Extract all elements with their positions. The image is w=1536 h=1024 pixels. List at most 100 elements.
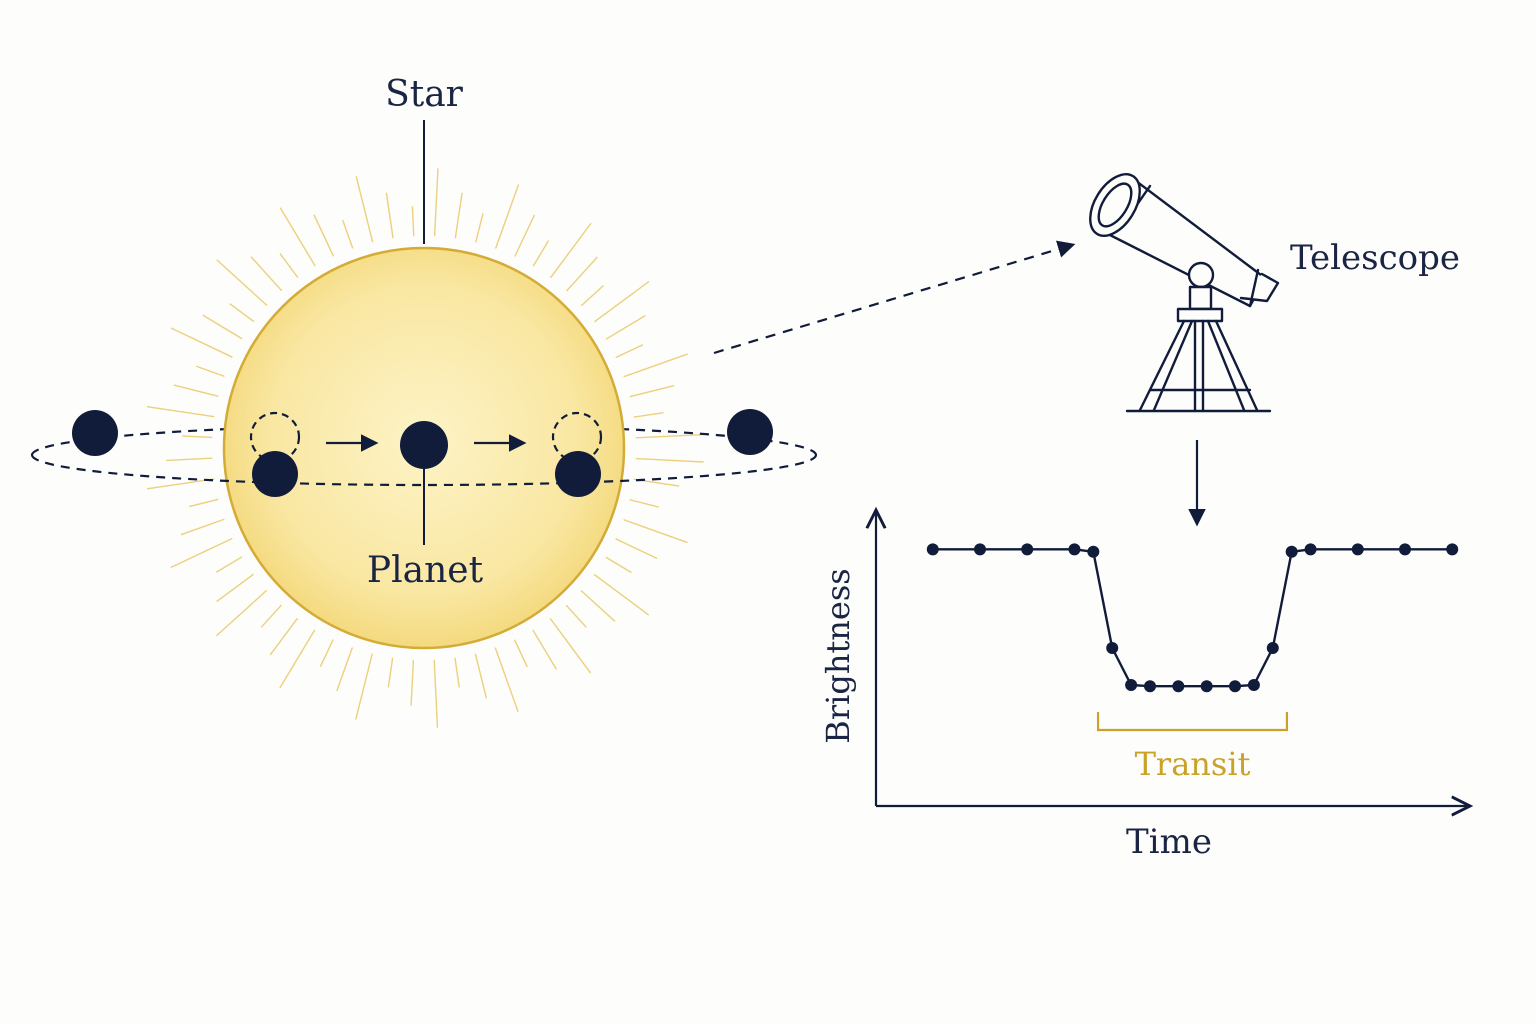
star-ray <box>513 639 528 668</box>
series-line <box>932 548 1453 688</box>
star-ray <box>514 214 536 257</box>
star-rays <box>146 168 704 728</box>
data-point <box>1125 679 1138 691</box>
star-ray <box>629 384 675 398</box>
data-point <box>1304 543 1317 556</box>
star-ray <box>580 285 604 307</box>
star-ray <box>635 433 704 439</box>
star-ray <box>494 647 519 712</box>
planet-far-right <box>727 409 773 455</box>
transit-bracket <box>1096 712 1289 732</box>
transit-label: Transit <box>1135 745 1251 783</box>
light-curve-chart: Brightness Time Transit <box>819 510 1470 862</box>
data-point <box>1172 680 1185 693</box>
star-ray <box>166 457 213 462</box>
star-ray <box>593 573 650 616</box>
data-point <box>974 543 986 556</box>
star-ray <box>635 457 704 463</box>
star-ray <box>202 314 243 340</box>
star-ray <box>195 365 225 378</box>
star-ray <box>229 303 255 323</box>
data-point <box>926 543 939 556</box>
data-point <box>1351 543 1364 556</box>
planet-far-left <box>72 410 118 456</box>
star-ray <box>215 556 243 573</box>
star-ray <box>410 659 415 706</box>
data-point <box>1021 543 1034 556</box>
y-axis-label: Brightness <box>819 568 857 743</box>
data-point <box>1285 545 1298 558</box>
star-ray <box>633 412 664 418</box>
star-ray <box>319 639 334 667</box>
star-ray <box>385 192 394 239</box>
data-point <box>1446 543 1459 556</box>
telescope-label: Telescope <box>1290 238 1460 278</box>
data-point <box>1087 545 1100 558</box>
x-axis-label: Time <box>1126 822 1212 862</box>
star-ray <box>565 256 598 292</box>
star-ray <box>355 176 374 243</box>
light-curve-series <box>926 543 1459 693</box>
star-ray <box>279 207 316 267</box>
planet-mid-transit <box>400 421 448 469</box>
star-ray <box>605 556 632 574</box>
star-ray <box>565 604 587 628</box>
star-ray <box>387 657 394 688</box>
data-point <box>1068 543 1081 556</box>
star-ray <box>411 206 415 237</box>
star-ray <box>170 537 233 569</box>
star-ray <box>532 629 558 670</box>
star-ray <box>433 659 439 728</box>
star-ray <box>629 499 659 508</box>
data-point <box>1144 680 1156 693</box>
star-ray <box>342 219 354 249</box>
star-ray <box>580 589 616 622</box>
star-ray <box>615 344 644 359</box>
star-ray <box>355 653 373 720</box>
star-ray <box>216 573 255 603</box>
star-ray <box>182 435 213 439</box>
star-ray <box>433 168 439 237</box>
star-ray <box>313 214 335 257</box>
star-label: Star <box>385 74 464 115</box>
data-point <box>1200 680 1213 693</box>
transit-annotation: Transit <box>1096 712 1289 783</box>
data-point <box>1266 642 1279 654</box>
star-ray <box>180 518 225 536</box>
star-ray <box>173 384 219 397</box>
telescope-icon <box>1089 173 1280 413</box>
star-ray <box>532 240 550 267</box>
planet-label: Planet <box>367 550 484 591</box>
star-ray <box>474 653 488 699</box>
planet-egress <box>555 451 601 497</box>
star-ray <box>549 617 592 674</box>
star-ray <box>260 604 283 628</box>
star-ray <box>146 478 215 490</box>
star-ray <box>454 657 460 688</box>
star-ray <box>336 647 354 692</box>
star-ray <box>279 253 299 279</box>
star-ray <box>454 192 463 239</box>
star-ray <box>189 498 219 508</box>
light-path-arrow <box>713 240 1076 355</box>
star-ray <box>170 327 233 358</box>
star-ray <box>593 280 650 323</box>
orbit-path-front <box>30 454 818 487</box>
star-ray <box>623 518 688 544</box>
data-point <box>1247 679 1260 691</box>
star-ray <box>494 184 520 249</box>
star-ray <box>146 405 215 418</box>
star-ray <box>615 538 658 560</box>
star-ray <box>279 629 316 689</box>
star-ray <box>475 213 484 243</box>
data-point <box>1229 680 1241 693</box>
star-ray <box>549 222 592 279</box>
star-ray <box>269 617 299 656</box>
star-ray <box>250 256 283 292</box>
star-ray <box>216 259 268 307</box>
star-ray <box>605 314 646 340</box>
data-point <box>1106 642 1119 654</box>
star-ray <box>623 353 688 378</box>
star-ray <box>215 589 268 637</box>
